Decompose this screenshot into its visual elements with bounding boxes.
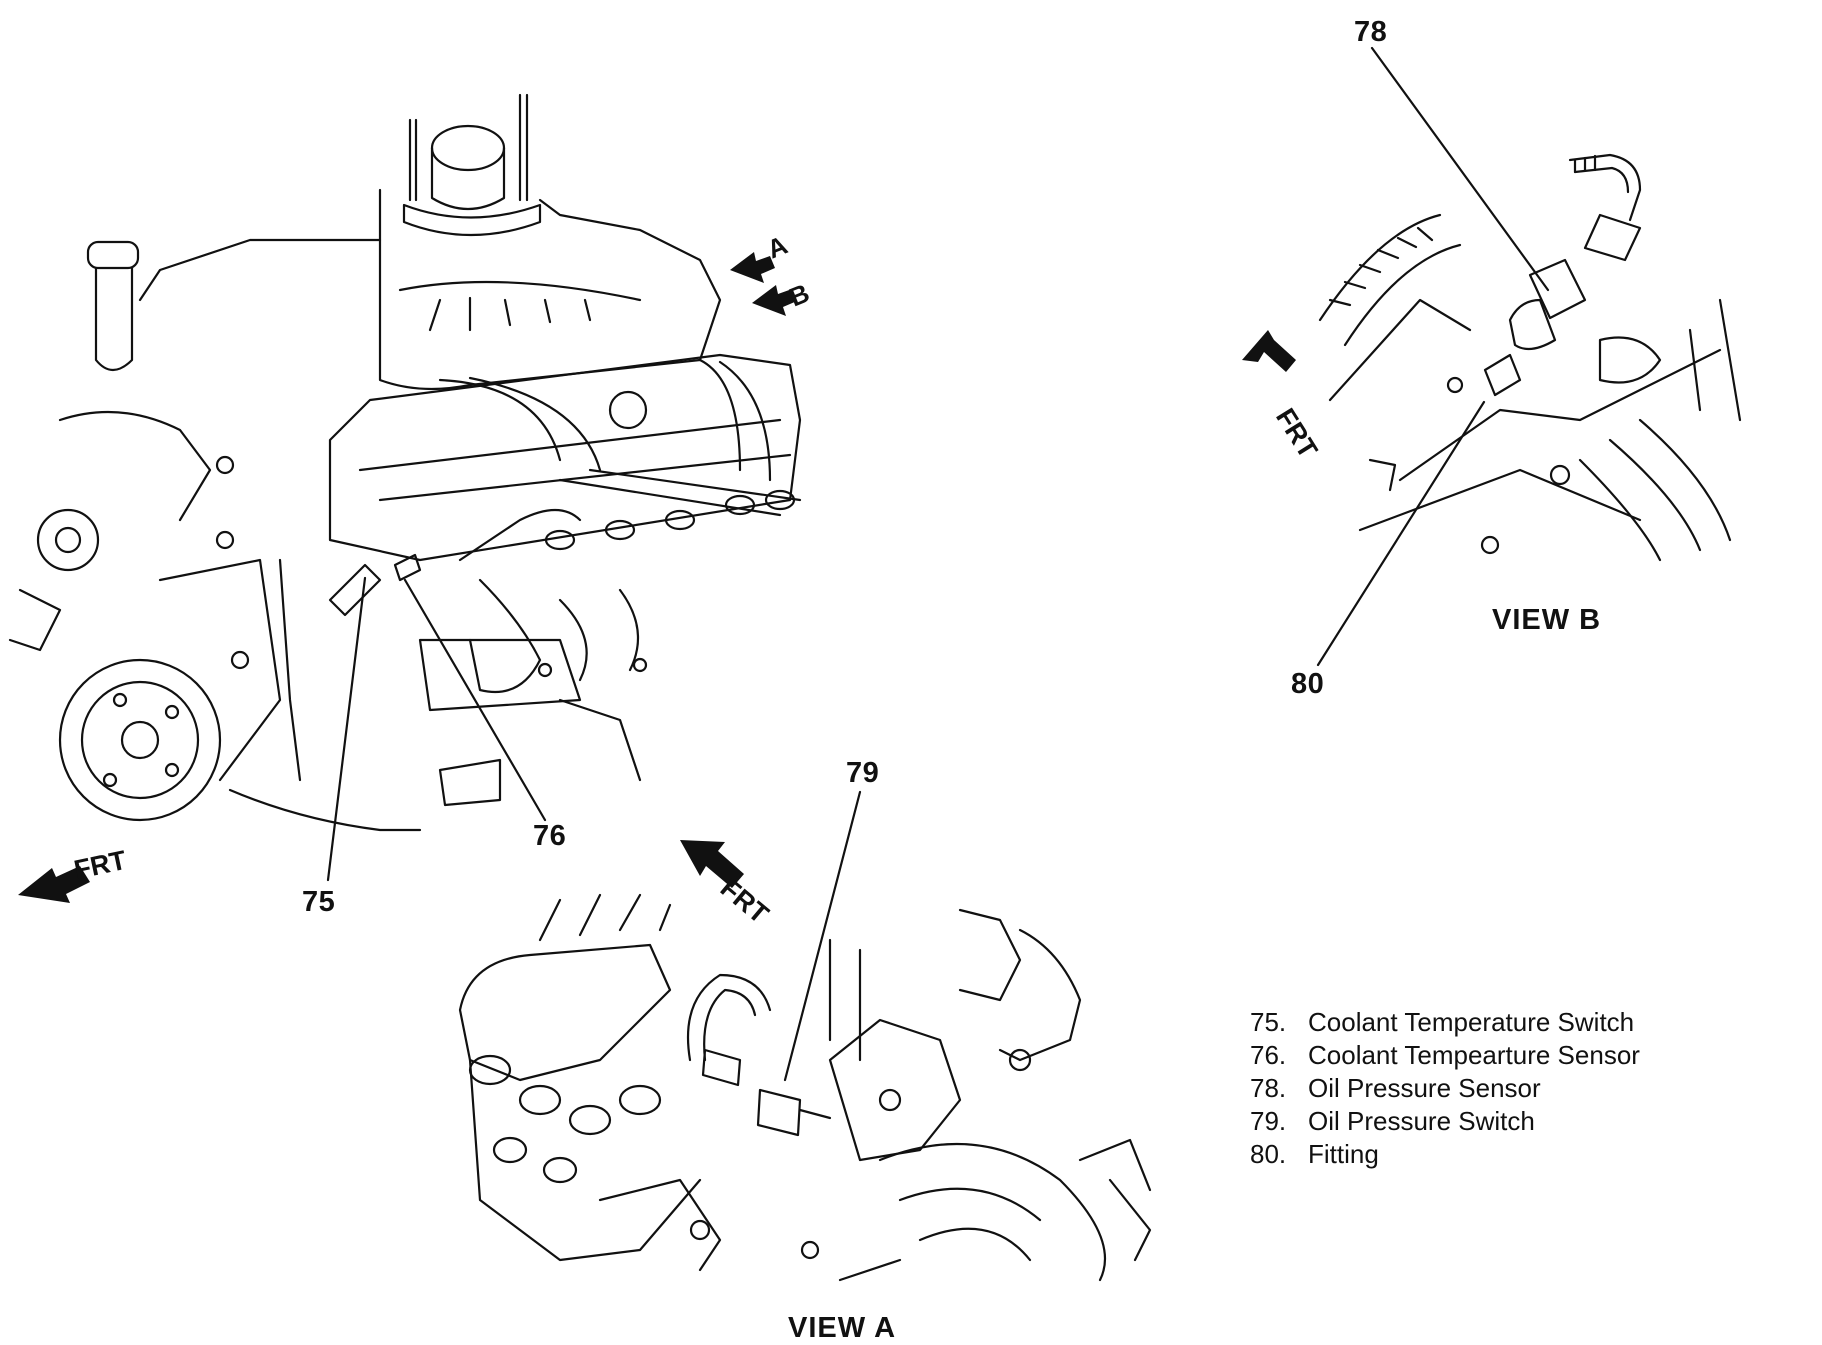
legend-text: Oil Pressure Switch bbox=[1308, 1106, 1535, 1136]
view-a-marker-arrow-icon bbox=[730, 252, 775, 283]
view-a-title: VIEW A bbox=[788, 1312, 897, 1344]
legend-number: 79. bbox=[1250, 1106, 1287, 1136]
view-b-marker-arrow-icon bbox=[752, 285, 797, 316]
legend-text: Fitting bbox=[1308, 1139, 1379, 1169]
legend-text: Coolant Tempearture Sensor bbox=[1308, 1040, 1640, 1070]
legend-item: 79. Oil Pressure Switch bbox=[1250, 1105, 1640, 1138]
main-engine-illustration bbox=[8, 93, 802, 832]
callout-75: 75 bbox=[302, 886, 336, 918]
legend-item: 80. Fitting bbox=[1250, 1138, 1640, 1171]
view-b-illustration bbox=[1318, 153, 1742, 562]
legend-number: 75. bbox=[1250, 1007, 1287, 1037]
view-b-leader-lines bbox=[1316, 46, 1550, 667]
main-leader-lines bbox=[326, 576, 547, 882]
callout-78: 78 bbox=[1354, 16, 1388, 48]
view-a-illustration bbox=[458, 893, 1152, 1282]
callout-79: 79 bbox=[846, 757, 880, 789]
legend-number: 80. bbox=[1250, 1139, 1287, 1169]
legend-item: 76. Coolant Tempearture Sensor bbox=[1250, 1039, 1640, 1072]
view-a-leader-line bbox=[783, 790, 862, 1082]
legend-item: 75. Coolant Temperature Switch bbox=[1250, 1006, 1640, 1039]
frt-arrow-icon bbox=[680, 840, 744, 888]
callout-76: 76 bbox=[533, 820, 567, 852]
legend-text: Coolant Temperature Switch bbox=[1308, 1007, 1635, 1037]
view-b-title: VIEW B bbox=[1492, 604, 1602, 636]
parts-legend: 75. Coolant Temperature Switch 76. Coolant… bbox=[1250, 1006, 1640, 1171]
legend-item: 78. Oil Pressure Sensor bbox=[1250, 1072, 1640, 1105]
legend-number: 78. bbox=[1250, 1073, 1287, 1103]
frt-arrow-icon bbox=[1242, 330, 1296, 372]
callout-80: 80 bbox=[1291, 668, 1325, 700]
legend-text: Oil Pressure Sensor bbox=[1308, 1073, 1541, 1103]
legend-number: 76. bbox=[1250, 1040, 1287, 1070]
frt-arrow-icon bbox=[18, 866, 90, 903]
